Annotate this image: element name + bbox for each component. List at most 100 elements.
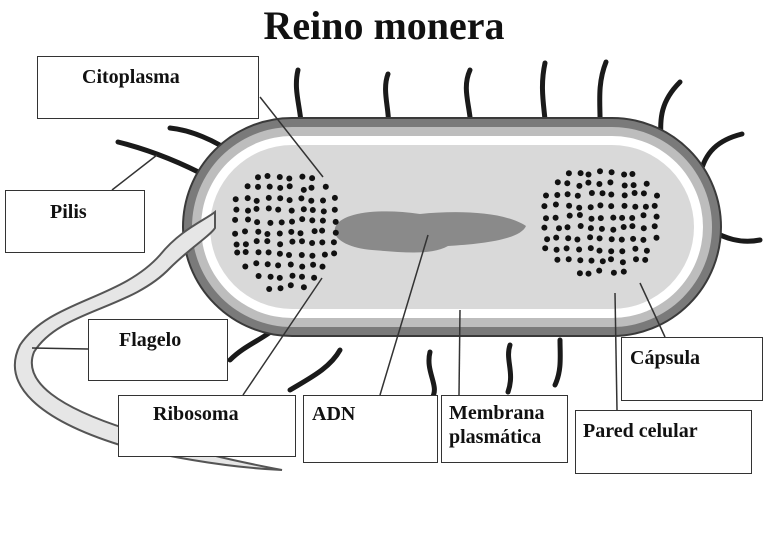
label-text: Citoplasma <box>82 66 180 88</box>
ribosome-dot <box>311 274 318 281</box>
ribosome-dot <box>576 270 583 277</box>
ribosome-dot <box>596 181 603 187</box>
ribosome-dot <box>255 273 262 279</box>
ribosome-dot <box>608 256 614 263</box>
ribosome-dot <box>621 192 628 199</box>
ribosome-dot <box>299 238 305 245</box>
ribosome-dot <box>242 228 248 235</box>
ribosome-dot <box>309 252 316 259</box>
ribosome-dot <box>286 197 293 204</box>
ribosome-dot <box>576 246 583 253</box>
ribosome-dot <box>265 194 272 201</box>
ribosome-dot <box>232 196 239 203</box>
ribosome-dot <box>267 219 274 226</box>
ribosome-dot <box>544 236 551 243</box>
ribosome-dot <box>653 213 660 220</box>
ribosome-dot <box>309 240 316 246</box>
ribosome-dot <box>563 245 570 252</box>
ribosome-dot <box>299 173 306 180</box>
ribosome-dot <box>643 180 650 187</box>
ribosome-dot <box>276 174 283 180</box>
ribosome-dot <box>331 250 338 257</box>
ribosome-dot <box>607 179 614 186</box>
ribosome-dot <box>254 219 261 226</box>
ribosome-dot <box>553 234 560 241</box>
ribosome-dot <box>630 182 637 189</box>
ribosome-dot <box>596 235 603 242</box>
ribosome-dot <box>608 203 615 210</box>
ribosome-dot <box>309 217 316 224</box>
ribosome-dot <box>264 261 271 268</box>
ribosome-dot <box>565 256 572 263</box>
ribosome-dot <box>577 170 584 177</box>
ribosome-dot <box>322 183 329 190</box>
ribosome-dot <box>308 197 315 204</box>
ribosome-dot <box>587 204 594 211</box>
ribosome-dot <box>587 245 594 252</box>
ribosome-dot <box>597 168 603 175</box>
ribosome-dot <box>553 246 560 253</box>
ribosome-dot <box>255 174 261 181</box>
ribosome-dot <box>618 236 625 243</box>
ribosome-dot <box>245 216 251 223</box>
page-title: Reino monera <box>263 3 505 48</box>
ribosome-dot <box>565 235 572 242</box>
ribosome-dot <box>599 258 606 265</box>
ribosome-dot <box>300 186 307 193</box>
ribosome-dot <box>330 239 337 246</box>
ribosome-dot <box>620 224 627 230</box>
ribosome-dot <box>299 273 305 280</box>
ribosome-dot <box>286 252 292 258</box>
ribosome-dot <box>632 203 639 210</box>
ribosome-dot <box>552 201 559 208</box>
ribosome-dot <box>629 171 636 177</box>
label-text: Cápsula <box>630 347 701 369</box>
ribosome-dot <box>289 218 295 225</box>
ribosome-dot <box>278 219 285 226</box>
ribosome-dot <box>253 260 260 267</box>
ribosome-dot <box>576 212 583 218</box>
ribosome-dot <box>298 252 305 258</box>
ribosome-dot <box>608 191 615 198</box>
ribosome-dot <box>242 241 249 248</box>
ribosome-dot <box>585 171 592 178</box>
ribosome-dot <box>587 225 594 232</box>
ribosome-dot <box>244 195 251 202</box>
ribosome-dot <box>631 190 638 196</box>
label-citoplasma: Citoplasma <box>37 56 259 119</box>
label-text: Pilis <box>50 201 87 223</box>
ribosome-dot <box>309 175 316 182</box>
ribosome-dot <box>253 205 260 212</box>
ribosome-dot <box>253 197 260 204</box>
ribosome-dot <box>633 256 639 263</box>
label-adn: ADN <box>303 395 438 463</box>
ribosome-dot <box>297 230 304 237</box>
ribosome-dot <box>576 182 583 189</box>
label-text: ADN <box>312 403 356 425</box>
ribosome-dot <box>300 206 307 213</box>
ribosome-dot <box>597 215 604 222</box>
ribosome-dot <box>320 197 326 204</box>
label-text: Ribosoma <box>153 403 239 425</box>
ribosome-dot <box>332 218 339 225</box>
ribosome-dot <box>255 249 262 256</box>
ribosome-dot <box>233 206 240 213</box>
ribosome-dot <box>610 269 617 276</box>
ribosome-dot <box>643 247 650 254</box>
ribosome-dot <box>242 263 249 270</box>
leader-lines <box>31 96 666 411</box>
ribosome-dot <box>311 228 318 235</box>
ribosome-dot <box>232 230 239 237</box>
ribosome-dot <box>574 192 581 199</box>
ribosome-dot <box>554 192 561 198</box>
ribosome-dot <box>287 282 294 289</box>
ribosome-dot <box>264 231 271 237</box>
ribosome-dot <box>585 270 592 277</box>
ribosome-dot <box>319 227 326 234</box>
label-ribosoma: Ribosoma <box>118 395 296 457</box>
ribosome-dot <box>621 171 628 178</box>
ribosome-dot <box>619 248 626 255</box>
ribosome-dot <box>619 259 626 266</box>
ribosome-dot <box>299 263 306 270</box>
